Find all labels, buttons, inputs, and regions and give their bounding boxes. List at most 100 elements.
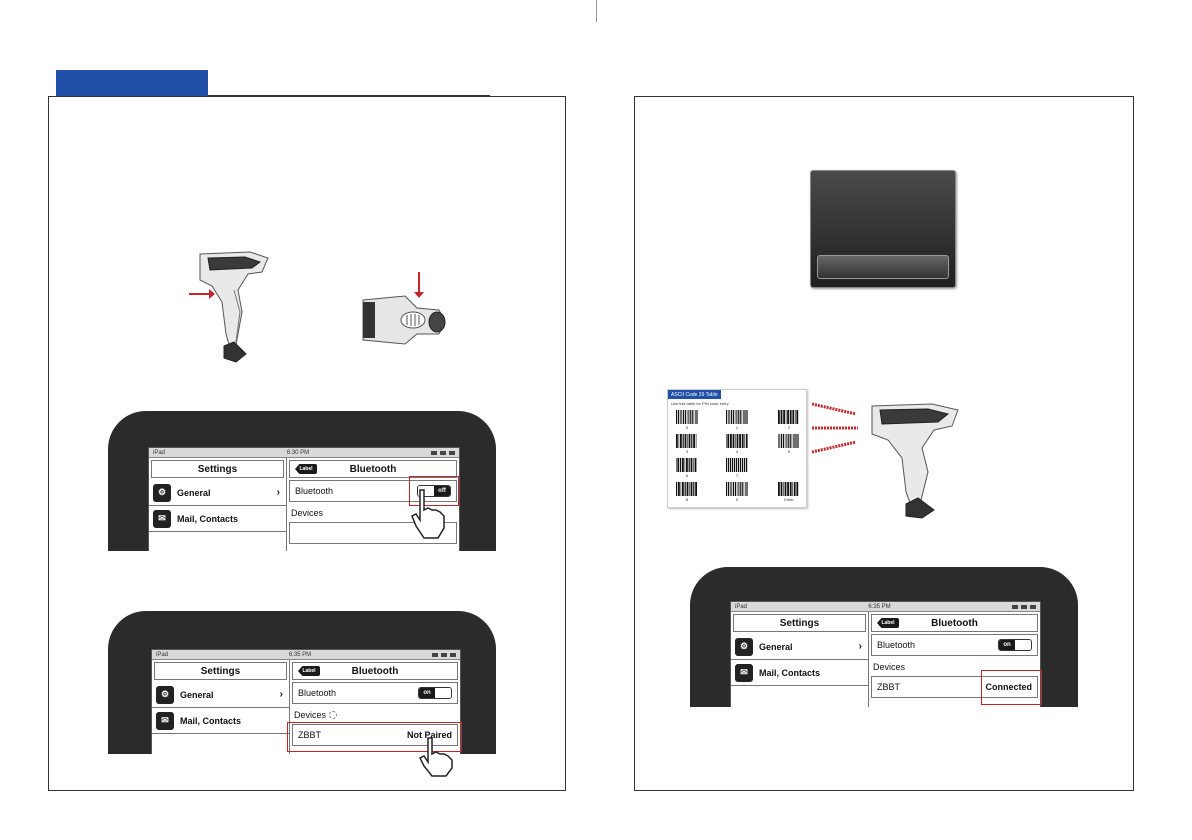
devices-label: Devices xyxy=(873,662,906,672)
menu-item-mail[interactable]: ✉ Mail, Contacts xyxy=(149,506,286,532)
bluetooth-column: Label Bluetooth Bluetooth on Devices ZBB… xyxy=(869,612,1040,707)
settings-column: Settings ⚙ General › ✉ Mail, Contacts xyxy=(149,458,287,551)
bluetooth-title: Bluetooth xyxy=(351,665,399,677)
menu-item-mail[interactable]: ✉ Mail, Contacts xyxy=(731,660,868,686)
bluetooth-label: Bluetooth xyxy=(295,486,334,496)
status-bar: iPad 6:35 PM xyxy=(152,650,460,660)
barcode-label: 7 xyxy=(735,473,739,478)
barcode-label: 2 xyxy=(787,425,791,430)
bluetooth-header: Label Bluetooth xyxy=(871,614,1038,632)
bluetooth-toggle[interactable]: on xyxy=(998,639,1032,651)
toggle-on-label: on xyxy=(419,688,435,698)
popup-button[interactable] xyxy=(817,255,949,279)
menu-mail-label: Mail, Contacts xyxy=(180,715,242,726)
status-bar: iPad 6:35 PM xyxy=(731,602,1040,612)
carrier-label: iPad xyxy=(735,603,748,610)
barcode-9 xyxy=(726,482,748,496)
red-arrow-icon xyxy=(189,289,215,299)
bluetooth-row: Bluetooth on xyxy=(292,682,458,704)
connected-highlight xyxy=(981,670,1042,705)
status-time: 6:35 PM xyxy=(288,651,312,658)
menu-mail-label: Mail, Contacts xyxy=(177,513,239,524)
barcode-label: 4 xyxy=(735,449,739,454)
status-bar: iPad 6:30 PM xyxy=(149,448,459,458)
bluetooth-label: Bluetooth xyxy=(877,640,916,650)
menu-item-general[interactable]: ⚙ General › xyxy=(731,634,868,660)
carrier-label: iPad xyxy=(153,449,166,456)
bluetooth-title: Bluetooth xyxy=(349,463,397,475)
back-button[interactable]: Label xyxy=(295,464,317,474)
phone-mockup-bt-off: iPad 6:30 PM Settings ⚙ General › ✉ Mail… xyxy=(108,411,496,551)
bluetooth-row: Bluetooth on xyxy=(871,634,1038,656)
red-down-arrow-icon xyxy=(414,272,424,298)
status-icons xyxy=(431,450,455,455)
mail-icon: ✉ xyxy=(156,711,174,730)
pointing-hand-icon xyxy=(418,737,453,777)
menu-general-label: General xyxy=(180,689,214,700)
menu-item-general[interactable]: ⚙ General › xyxy=(152,682,289,708)
pointing-hand-icon xyxy=(411,489,445,539)
barcode-1 xyxy=(726,410,748,424)
chevron-right-icon: › xyxy=(276,487,280,498)
status-icons xyxy=(432,652,456,657)
toggle-on-label: on xyxy=(999,640,1015,650)
bluetooth-toggle[interactable]: off xyxy=(417,485,451,497)
barcode-label: Enter xyxy=(784,497,794,502)
dark-popup-dialog xyxy=(810,170,956,288)
barcode-10 xyxy=(778,482,799,496)
barcode-2 xyxy=(778,410,799,424)
barcode-label: 1 xyxy=(735,425,739,430)
page-divider xyxy=(596,0,597,22)
devices-label: Devices xyxy=(294,710,327,720)
barcode-label: 8 xyxy=(685,497,689,502)
bluetooth-header: Label Bluetooth xyxy=(292,662,458,680)
phone-screen: iPad 6:30 PM Settings ⚙ General › ✉ Mail… xyxy=(148,447,460,551)
devices-label-row: Devices xyxy=(290,706,460,722)
barcode-8 xyxy=(676,482,697,496)
status-time: 6:30 PM xyxy=(286,449,310,456)
status-icons xyxy=(1012,604,1036,609)
device-row-zbbt[interactable]: ZBBT Not Paired xyxy=(292,724,458,746)
bluetooth-header: Label Bluetooth xyxy=(289,460,457,478)
chevron-right-icon: › xyxy=(279,689,283,700)
barcode-5 xyxy=(778,434,799,448)
barcode-label: 0 xyxy=(685,425,689,430)
barcode-sheet: ASCII Code 39 Table Use this table for P… xyxy=(667,389,807,508)
gear-icon: ⚙ xyxy=(156,685,174,704)
barcode-7 xyxy=(726,458,748,472)
menu-item-general[interactable]: ⚙ General › xyxy=(149,480,286,506)
back-button[interactable]: Label xyxy=(877,618,899,628)
device-row-zbbt[interactable]: ZBBT Connected xyxy=(871,676,1038,698)
scanner-side-icon xyxy=(199,251,269,363)
mail-icon: ✉ xyxy=(153,509,171,528)
gear-icon: ⚙ xyxy=(153,483,171,502)
laser-beam-icon xyxy=(812,402,858,454)
barcode-6 xyxy=(676,458,697,472)
phone-screen: iPad 6:35 PM Settings ⚙ General › ✉ Mail… xyxy=(730,601,1041,707)
bluetooth-title: Bluetooth xyxy=(931,617,978,629)
scanner-top-icon xyxy=(362,295,446,345)
settings-column: Settings ⚙ General › ✉ Mail, Contacts xyxy=(731,612,869,707)
device-status: Not Paired xyxy=(406,730,452,740)
empty-device-row xyxy=(289,522,457,544)
scanner-side-icon xyxy=(871,403,959,519)
settings-column: Settings ⚙ General › ✉ Mail, Contacts xyxy=(152,660,290,754)
device-status: Connected xyxy=(985,682,1032,692)
carrier-label: iPad xyxy=(156,651,169,658)
bluetooth-column: Label Bluetooth Bluetooth off Devices xyxy=(287,458,459,551)
barcode-4 xyxy=(726,434,748,448)
barcode-3 xyxy=(676,434,697,448)
barcode-label: 3 xyxy=(685,449,689,454)
bluetooth-toggle[interactable]: on xyxy=(418,687,452,699)
gear-icon: ⚙ xyxy=(735,637,753,656)
devices-label: Devices xyxy=(291,508,324,518)
menu-item-mail[interactable]: ✉ Mail, Contacts xyxy=(152,708,289,734)
toggle-off-label: off xyxy=(434,486,450,496)
settings-header: Settings xyxy=(154,662,287,680)
back-button[interactable]: Label xyxy=(298,666,320,676)
barcode-0 xyxy=(676,410,698,424)
loading-spinner-icon xyxy=(329,711,338,719)
device-name: ZBBT xyxy=(877,682,901,692)
bluetooth-row: Bluetooth off xyxy=(289,480,457,502)
phone-mockup-connected: iPad 6:35 PM Settings ⚙ General › ✉ Mail… xyxy=(690,567,1078,707)
